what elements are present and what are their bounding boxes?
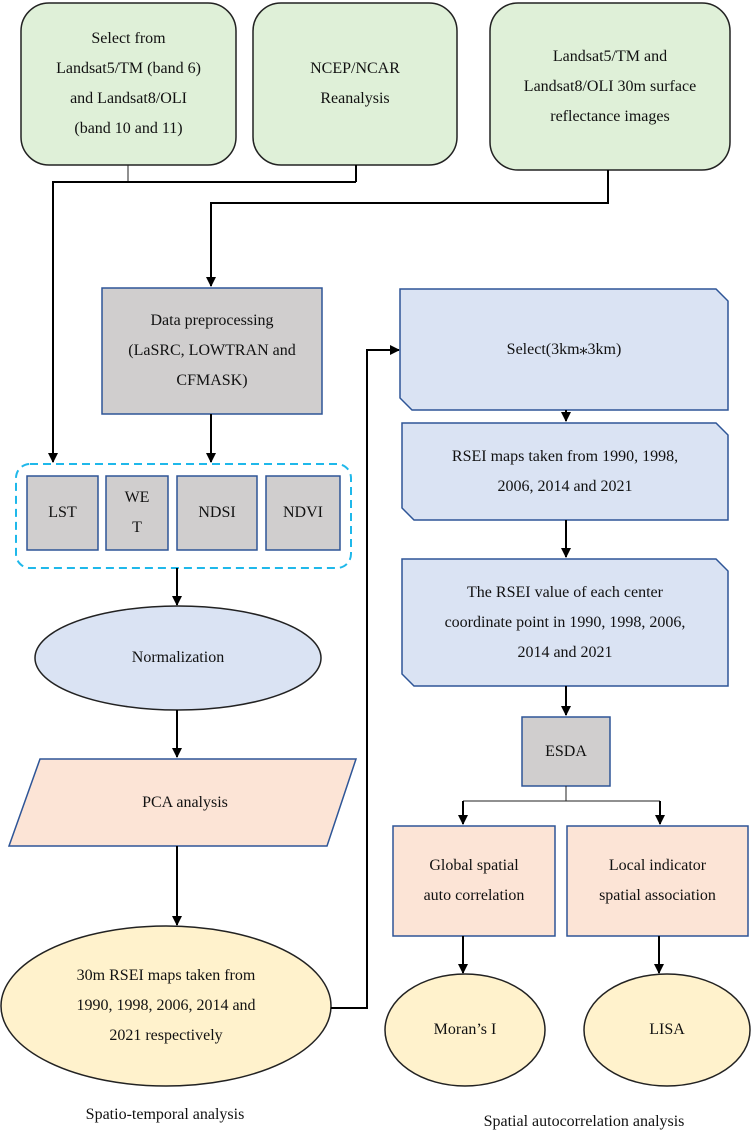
rsei-value-box	[401, 558, 729, 687]
ndvi-box	[265, 475, 341, 551]
ncep-label: NCEP/NCAR Reanalysis	[310, 60, 400, 107]
ndvi-label: NDVI	[283, 504, 323, 521]
ndsi-label: NDSI	[198, 504, 236, 521]
lst-box	[26, 475, 99, 551]
caption-spatial-autocorrelation: Spatial autocorrelation analysis	[483, 1113, 685, 1130]
global-box	[392, 825, 556, 937]
esda-label: ESDA	[545, 742, 587, 760]
normalization-label: Normalization	[131, 649, 225, 666]
lst-label: LST	[48, 504, 77, 521]
indices-group	[15, 463, 352, 569]
select3km-label: Select(3km⁎3km)	[506, 340, 622, 358]
caption-spatio-temporal: Spatio-temporal analysis	[85, 1106, 245, 1123]
global-label: Global spatial auto correlation	[423, 857, 525, 904]
preprocessing-label: Data preprocessing (LaSRC, LOWTRAN and C…	[128, 312, 296, 389]
wet-label: WE T	[124, 489, 150, 536]
select-thermal-label: Select from Landsat5/TM (band 6) and Lan…	[56, 30, 201, 137]
lisa-ellipse	[583, 973, 751, 1087]
lisa-label: LISA	[649, 1021, 685, 1038]
reflectance-box	[489, 2, 731, 171]
arrow-to-lst	[48, 181, 356, 463]
rsei30m-label: 30m RSEI maps taken from 1990, 1998, 200…	[76, 967, 256, 1044]
rsei30m-ellipse	[0, 925, 332, 1087]
local-label: Local indicator spatial association	[599, 857, 716, 904]
preprocessing-box	[101, 287, 323, 415]
wet-box	[105, 475, 169, 551]
local-box	[566, 825, 749, 937]
arrow-rsei30m-to-select3km	[331, 345, 400, 1009]
rsei-value-label: The RSEI value of each center coordinate…	[444, 583, 686, 661]
morans-ellipse	[384, 973, 546, 1087]
reflectance-label: Landsat5/TM and Landsat8/OLI 30m surface…	[523, 47, 697, 125]
rsei-maps-box	[401, 422, 729, 521]
pca-parallelogram	[7, 758, 358, 847]
select3km-box	[399, 288, 729, 411]
pca-label: PCA analysis	[142, 793, 228, 811]
arrow-to-preprocessing	[206, 170, 609, 287]
morans-label: Moran’s I	[433, 1021, 497, 1038]
ndsi-box	[176, 475, 258, 551]
rsei-maps-label: RSEI maps taken from 1990, 1998, 2006, 2…	[451, 447, 679, 495]
